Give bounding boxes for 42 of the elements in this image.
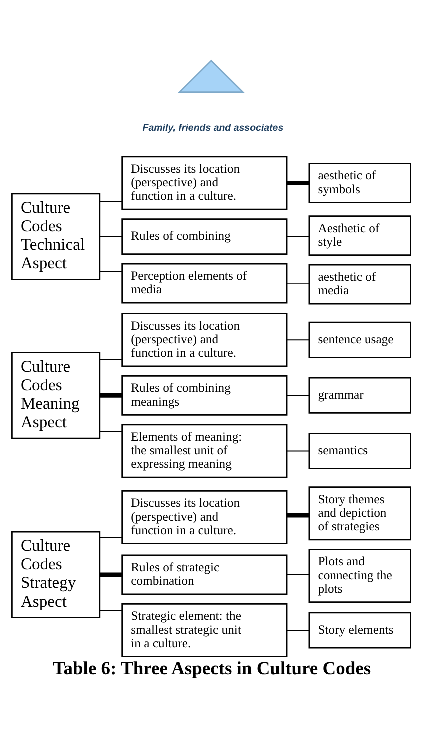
node-box: Culture Codes Technical Aspect bbox=[12, 192, 101, 280]
node-box: Rules of strategic combination bbox=[122, 554, 288, 595]
connector bbox=[286, 283, 310, 284]
node-box: Story themes and depiction of strategies bbox=[308, 486, 412, 540]
connector bbox=[100, 572, 122, 577]
node-box: Plots and connecting the plots bbox=[308, 548, 412, 602]
node-box: Culture Codes Meaning Aspect bbox=[12, 352, 101, 439]
connector bbox=[286, 630, 310, 631]
node-box: Rules of combining meanings bbox=[122, 374, 288, 416]
connector bbox=[100, 392, 122, 398]
connector bbox=[286, 339, 310, 340]
node-box: Story elements bbox=[308, 612, 412, 648]
connector bbox=[100, 358, 123, 360]
connector bbox=[100, 236, 123, 237]
node-box: Elements of meaning: the smallest unit of expressing meaning bbox=[122, 424, 288, 478]
node-box: aesthetic of symbols bbox=[308, 162, 412, 203]
node-box: Culture Codes Strategy Aspect bbox=[12, 530, 101, 618]
label: Family, friends and associates bbox=[142, 122, 284, 134]
connector bbox=[100, 200, 123, 202]
node-box: grammar bbox=[308, 376, 412, 414]
node-triangle bbox=[178, 59, 245, 93]
connector bbox=[100, 536, 123, 538]
connector bbox=[100, 270, 123, 272]
caption: Table 6: Three Aspects in Culture Codes bbox=[53, 659, 372, 680]
connector bbox=[100, 610, 123, 612]
connector bbox=[287, 512, 310, 518]
node-box: Discusses its location (perspective) and function in a culture. bbox=[122, 490, 288, 544]
connector bbox=[286, 394, 310, 396]
node-box: Discusses its location (perspective) and function in a culture. bbox=[122, 312, 288, 367]
node-box: semantics bbox=[308, 432, 412, 469]
node-box: sentence usage bbox=[308, 321, 412, 358]
node-box: Strategic element: the smallest strategic unit in a culture. bbox=[122, 603, 288, 658]
connector bbox=[287, 180, 310, 185]
connector bbox=[100, 430, 123, 432]
node-box: Rules of combining bbox=[122, 218, 288, 255]
connector bbox=[286, 236, 310, 237]
node-box: Aesthetic of style bbox=[308, 215, 412, 256]
node-box: Perception elements of media bbox=[122, 262, 288, 304]
node-box: Discusses its location (perspective) and function in a culture. bbox=[122, 156, 288, 210]
node-box: aesthetic of media bbox=[308, 264, 412, 304]
connector bbox=[286, 450, 310, 452]
connector bbox=[286, 574, 310, 575]
